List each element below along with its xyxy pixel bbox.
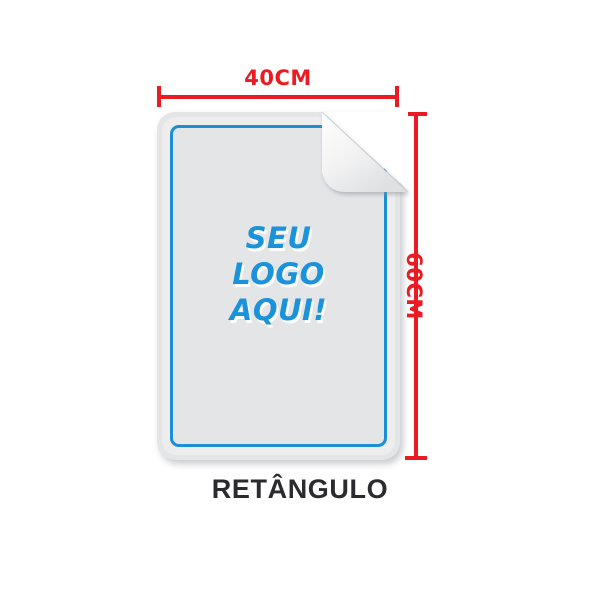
sticker-graphic: SEU LOGO AQUI! bbox=[157, 111, 409, 460]
height-dimension-label: 60CM bbox=[402, 252, 426, 320]
width-dimension-label: 40CM bbox=[244, 66, 312, 90]
peeling-corner-icon bbox=[304, 108, 409, 200]
height-dimension-cap-bottom bbox=[405, 456, 427, 460]
logo-line-3: AQUI! bbox=[229, 293, 328, 327]
logo-placeholder-text: SEU LOGO AQUI! bbox=[157, 220, 400, 328]
logo-line-2: LOGO bbox=[232, 257, 325, 291]
shape-caption: RETÂNGULO bbox=[211, 474, 389, 504]
width-dimension-cap-right bbox=[395, 86, 399, 107]
width-dimension-line bbox=[157, 95, 399, 99]
logo-line-1: SEU bbox=[245, 221, 312, 255]
sticker-keyline-border bbox=[170, 125, 387, 447]
height-dimension-line bbox=[414, 112, 418, 460]
